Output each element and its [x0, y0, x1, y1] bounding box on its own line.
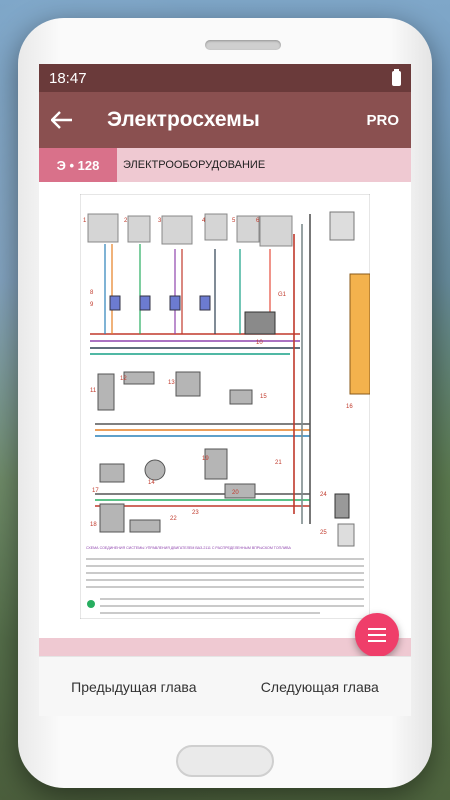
svg-text:12: 12	[120, 376, 127, 382]
svg-text:23: 23	[192, 510, 199, 516]
svg-text:14: 14	[148, 480, 155, 486]
svg-text:24: 24	[320, 492, 327, 498]
home-button[interactable]	[175, 744, 275, 778]
svg-text:15: 15	[260, 394, 267, 400]
caption-band	[39, 638, 411, 656]
svg-text:СХЕМА СОЕДИНЕНИЯ СИСТЕМЫ УПРАВ: СХЕМА СОЕДИНЕНИЯ СИСТЕМЫ УПРАВЛЕНИЯ ДВИГ…	[86, 546, 291, 550]
svg-text:4: 4	[202, 218, 206, 224]
page-title: Электросхемы	[107, 108, 260, 131]
chapter-header: Э • 128 ЭЛЕКТРООБОРУДОВАНИЕ	[39, 148, 411, 182]
svg-text:18: 18	[90, 522, 97, 528]
svg-text:22: 22	[170, 516, 177, 522]
chapter-number: Э • 128	[39, 148, 117, 182]
svg-text:1: 1	[83, 218, 87, 224]
svg-text:21: 21	[275, 460, 282, 466]
svg-text:3: 3	[158, 218, 162, 224]
arrow-back-icon[interactable]	[50, 107, 91, 133]
svg-text:16: 16	[346, 404, 353, 410]
svg-text:17: 17	[92, 488, 99, 494]
menu-fab[interactable]	[355, 613, 399, 657]
pro-button[interactable]: PRO	[366, 111, 399, 129]
svg-text:G1: G1	[278, 292, 287, 298]
svg-text:25: 25	[320, 530, 327, 536]
svg-text:11: 11	[90, 388, 97, 394]
status-bar: 18:47	[39, 64, 411, 92]
svg-text:10: 10	[256, 340, 263, 346]
svg-text:13: 13	[168, 380, 175, 386]
previous-chapter-button[interactable]: Предыдущая глава	[71, 678, 197, 695]
svg-text:2: 2	[124, 218, 128, 224]
svg-text:20: 20	[232, 490, 239, 496]
status-time: 18:47	[49, 69, 87, 87]
chapter-navigation: Предыдущая глава Следующая глава	[39, 656, 411, 716]
next-chapter-button[interactable]: Следующая глава	[260, 678, 379, 695]
chapter-name: ЭЛЕКТРООБОРУДОВАНИЕ	[123, 159, 266, 171]
menu-icon	[368, 628, 386, 642]
svg-text:6: 6	[256, 218, 260, 224]
svg-text:5: 5	[232, 218, 236, 224]
app-bar: Электросхемы PRO	[39, 92, 411, 148]
svg-text:8: 8	[90, 290, 94, 296]
battery-icon	[392, 68, 401, 86]
svg-text:19: 19	[202, 456, 209, 462]
svg-text:9: 9	[90, 302, 94, 308]
phone-speaker	[205, 40, 281, 50]
app-screen: 18:47 Электросхемы PRO Э • 128 ЭЛЕКТРООБ…	[39, 64, 411, 716]
